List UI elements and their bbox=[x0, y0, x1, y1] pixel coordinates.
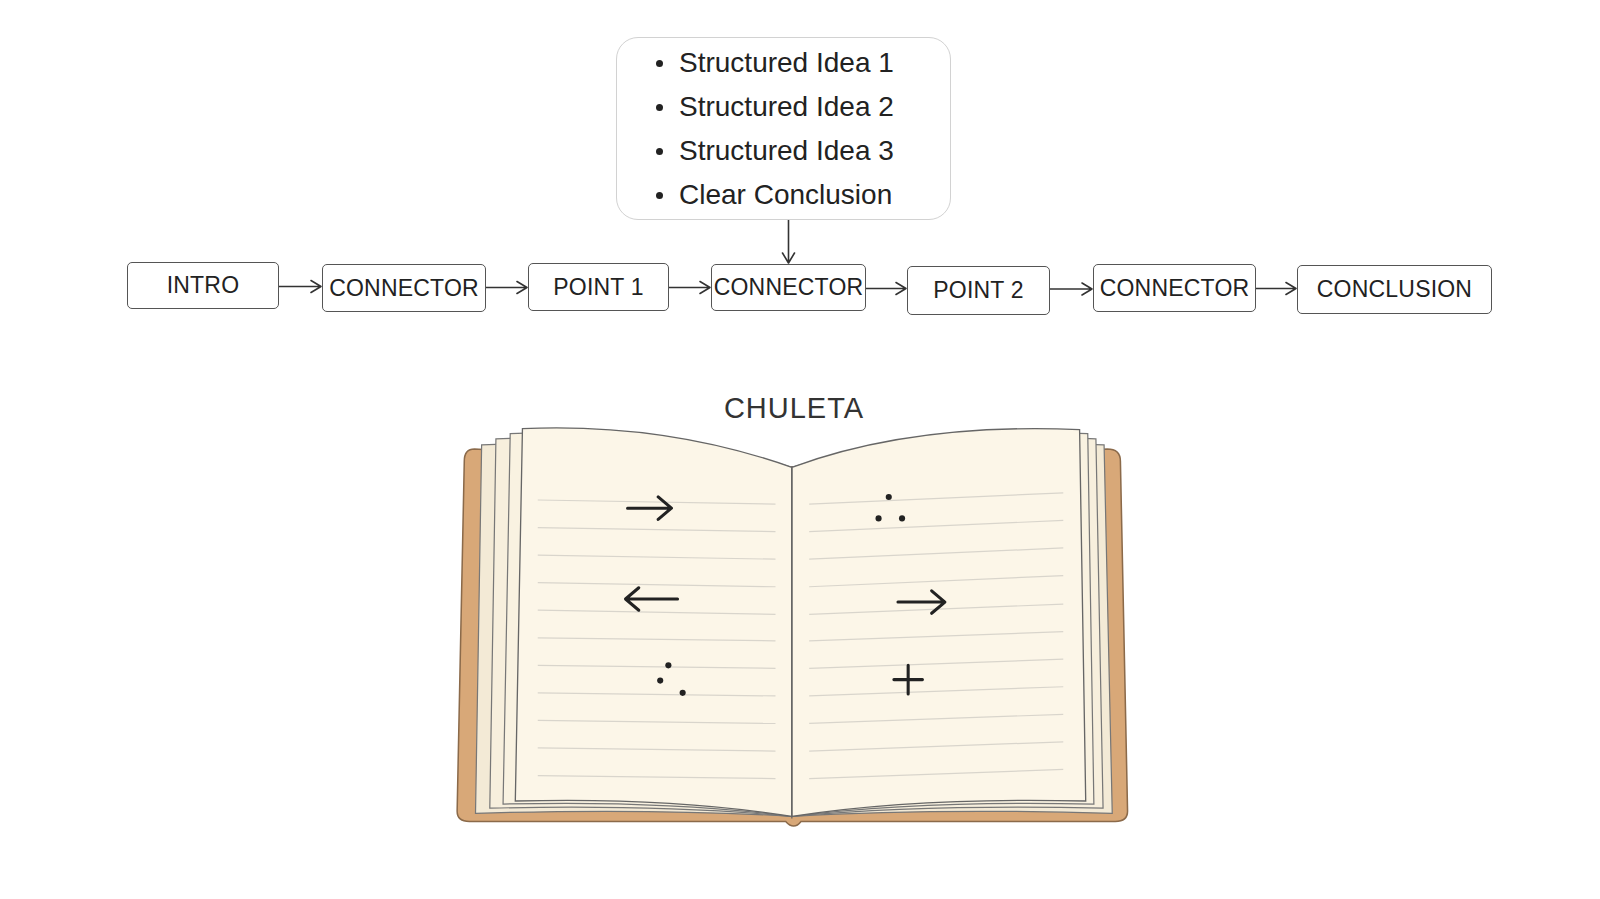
flow-arrow bbox=[669, 282, 710, 294]
process-box: POINT 1 bbox=[528, 263, 669, 311]
box-label: INTRO bbox=[167, 272, 240, 299]
bullet-text: Clear Conclusion bbox=[679, 177, 892, 213]
box-label: CONNECTOR bbox=[714, 274, 864, 301]
box-label: POINT 1 bbox=[553, 274, 643, 301]
bullet-text: Structured Idea 1 bbox=[679, 45, 894, 81]
flow-arrow bbox=[1050, 283, 1092, 295]
bullet-text: Structured Idea 2 bbox=[679, 89, 894, 125]
right-page bbox=[792, 429, 1086, 817]
box-label: POINT 2 bbox=[933, 277, 1023, 304]
bullet-dot bbox=[656, 60, 663, 67]
bullet-dot bbox=[656, 104, 663, 111]
flow-arrow bbox=[279, 281, 321, 293]
notebook-title: CHULETA bbox=[724, 392, 864, 425]
bullet-dot bbox=[656, 192, 663, 199]
ruled-lines bbox=[538, 493, 1064, 779]
process-box: CONCLUSION bbox=[1297, 265, 1492, 314]
bullet-text: Structured Idea 3 bbox=[679, 133, 894, 169]
flow-arrow bbox=[866, 283, 906, 295]
left-page bbox=[515, 428, 792, 816]
process-box: INTRO bbox=[127, 262, 279, 309]
process-box: CONNECTOR bbox=[322, 264, 486, 312]
box-label: CONNECTOR bbox=[1100, 275, 1250, 302]
box-label: CONCLUSION bbox=[1317, 276, 1472, 303]
note-symbols bbox=[626, 497, 945, 694]
book-spine bbox=[791, 467, 792, 818]
flow-arrow bbox=[783, 220, 795, 263]
box-label: CONNECTOR bbox=[329, 275, 479, 302]
process-box: CONNECTOR bbox=[711, 264, 866, 311]
process-box: POINT 2 bbox=[907, 266, 1050, 315]
flow-arrow bbox=[1256, 283, 1296, 295]
bullet-dot bbox=[656, 148, 663, 155]
flow-arrow bbox=[486, 282, 527, 294]
process-box: CONNECTOR bbox=[1093, 264, 1256, 312]
therefore-symbol bbox=[657, 494, 905, 696]
bullet-list-box: Structured Idea 1 Structured Idea 2 Struct… bbox=[616, 37, 951, 220]
